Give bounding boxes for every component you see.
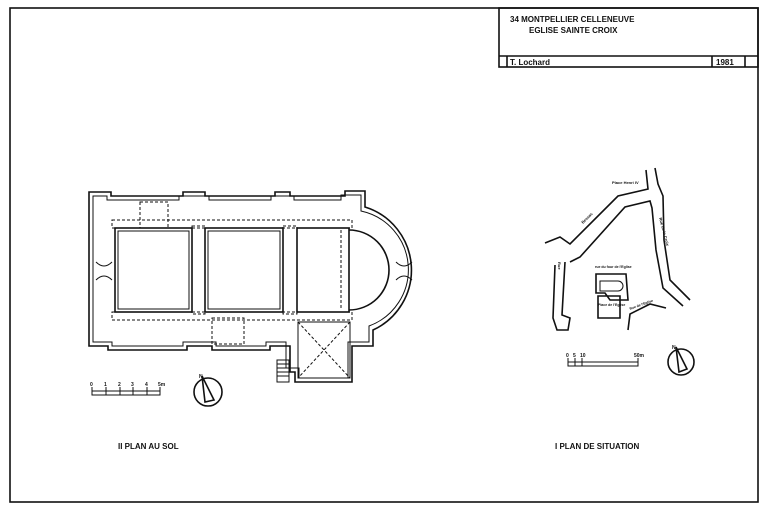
scale-tick: 0	[566, 353, 569, 359]
scale-tick: 1	[104, 382, 107, 388]
north-label: N	[199, 374, 203, 380]
scale-tick: 10	[580, 353, 586, 359]
situation-scale-bar: 0 5 10 50m	[566, 353, 645, 367]
title-line-1: 34 MONTPELLIER CELLENEUVE	[510, 15, 635, 24]
north-arrow-icon: N	[193, 374, 223, 407]
scale-tick: 2	[118, 382, 121, 388]
scale-tick: 0	[90, 382, 93, 388]
scale-tick: 5m	[158, 382, 166, 388]
year: 1981	[716, 58, 734, 67]
scale-tick: 4	[145, 382, 148, 388]
scale-tick: 3	[131, 382, 134, 388]
street-label: Rue	[557, 262, 562, 270]
sheet-border	[9, 7, 759, 503]
situation-plan-caption: I PLAN DE SITUATION	[555, 442, 640, 451]
street-label: rue du four de l'Eglise	[595, 265, 632, 269]
title-block: 34 MONTPELLIER CELLENEUVE EGLISE SAINTE …	[498, 7, 759, 68]
north-label: N	[672, 345, 676, 351]
scale-tick: 5	[573, 353, 576, 359]
floor-plan-scale-bar: 0 1 2 3 4 5m	[90, 382, 166, 396]
street-label: Place Henri IV	[612, 180, 639, 185]
floor-plan-caption: II PLAN AU SOL	[118, 442, 179, 451]
situation-plan: Place Henri IV Bessac Rue de la Croix ru…	[544, 167, 691, 331]
floor-plan	[88, 190, 413, 383]
author: T. Lochard	[510, 58, 550, 67]
situation-north-arrow-icon: N	[667, 345, 695, 376]
street-label: Place de l'Eglise	[598, 303, 625, 307]
title-line-2: EGLISE SAINTE CROIX	[529, 26, 618, 35]
scale-tick: 50m	[634, 353, 645, 359]
